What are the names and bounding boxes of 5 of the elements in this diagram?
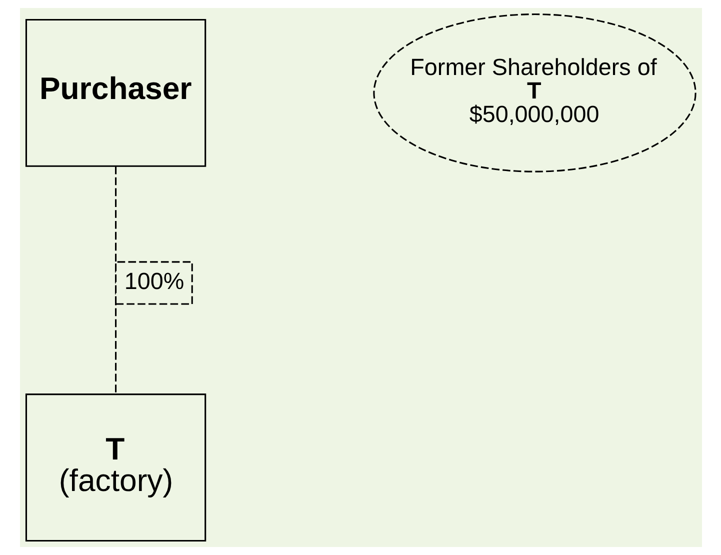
edge-label: 100% xyxy=(124,268,184,294)
node-box: Purchaser xyxy=(24,18,206,167)
node-box: T (factory) xyxy=(24,394,206,542)
node-ellipse: Former Shareholders of T $50,000,000 xyxy=(372,14,696,172)
connector xyxy=(114,166,116,394)
